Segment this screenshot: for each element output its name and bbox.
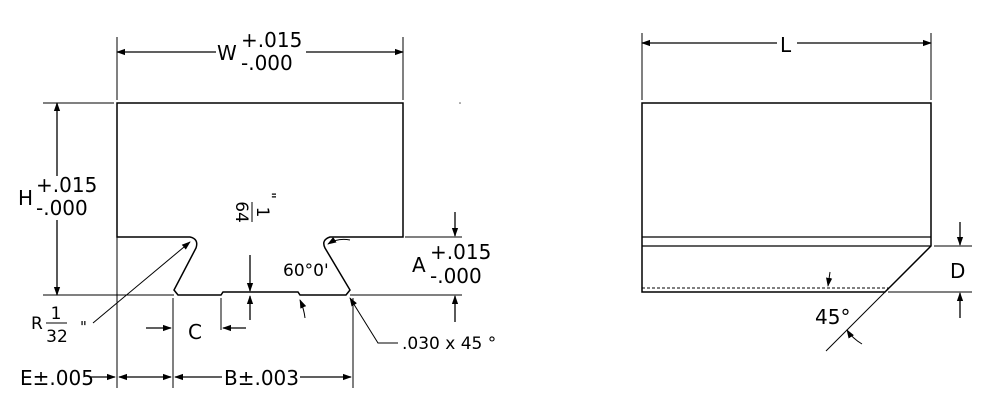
width-minus-tol: -.000 [241, 51, 293, 75]
depth-d-label: D [950, 259, 965, 283]
radius-numerator: 1 [51, 304, 62, 324]
height-minus-tol: -.000 [36, 196, 88, 220]
slot-c-label: C [188, 320, 202, 344]
part-outline-front [116, 102, 404, 296]
side-view: L D 45° [641, 32, 972, 352]
part-outline-side [641, 102, 932, 293]
depth-a-minus-tol: -.000 [430, 264, 482, 288]
height-label: H +.015 -.000 [16, 173, 100, 220]
length-label: L [780, 33, 792, 57]
front-view: W +.015 -.000 H +.015 -.000 A +.015 -.00… [16, 28, 496, 390]
height-letter: H [18, 186, 33, 210]
depth-a-letter: A [412, 253, 426, 277]
width-letter: W [217, 41, 237, 65]
radius-prefix: R [31, 314, 43, 334]
height-plus-tol: +.015 [36, 173, 97, 197]
depth-a-plus-tol: +.015 [430, 240, 491, 264]
angle-60-label: 60°0' [283, 261, 329, 281]
radius-callout: R 1 32 " [31, 304, 87, 347]
relief-callout: 1 64 " [231, 192, 279, 223]
relief-denominator: 64 [231, 201, 251, 223]
radius-denominator: 32 [46, 327, 68, 347]
width-label: W +.015 -.000 [216, 28, 306, 75]
radius-unit: " [80, 318, 87, 336]
chamfer-label: .030 x 45 ° [402, 334, 496, 354]
angle-45-label: 45° [815, 305, 850, 329]
width-plus-tol: +.015 [241, 28, 302, 52]
dim-b-label: B±.003 [224, 366, 299, 390]
relief-numerator: 1 [252, 207, 272, 218]
relief-unit: " [261, 192, 279, 199]
depth-a-label: A +.015 -.000 [412, 240, 491, 288]
dim-e-label: E±.005 [20, 366, 94, 390]
